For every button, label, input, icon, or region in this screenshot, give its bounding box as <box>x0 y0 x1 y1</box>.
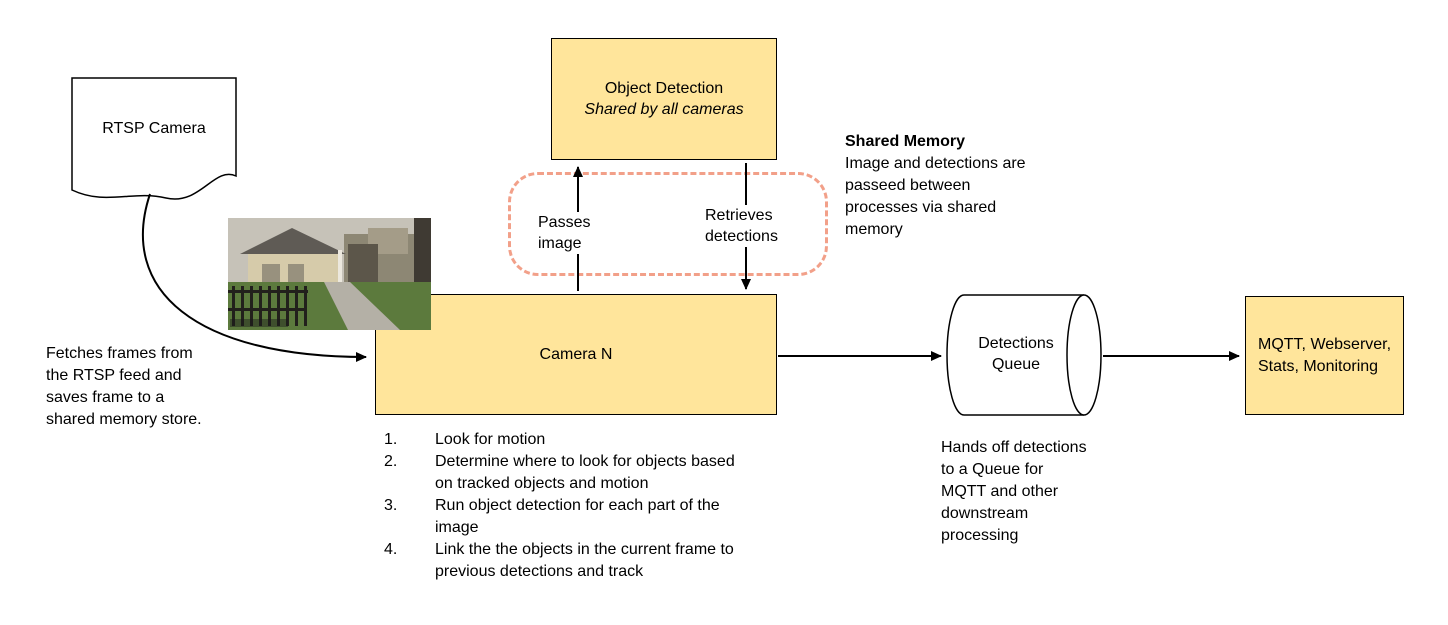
object-detection-title: Object Detection <box>604 80 724 97</box>
outputs-label: MQTT, Webserver, Stats, Monitoring <box>1258 335 1392 375</box>
step-text: Determine where to look for objects base… <box>435 453 735 492</box>
snapshot-downspout <box>338 250 342 284</box>
step-number: 4. <box>384 541 398 558</box>
retrieves-detections-label: Retrieves detections <box>705 205 791 247</box>
step-number: 3. <box>384 497 398 514</box>
step-number: 1. <box>384 431 398 448</box>
shared-memory-title: Shared Memory <box>845 133 966 150</box>
object-detection-subtitle: Shared by all cameras <box>584 101 744 118</box>
step-text: Look for motion <box>435 431 546 448</box>
camera-n-box: Camera N <box>375 294 777 415</box>
camera-n-label: Camera N <box>539 346 613 363</box>
shared-memory-note: Shared Memory Image and detections are p… <box>845 131 1041 241</box>
arrow-rtsp-to-camera <box>141 193 367 362</box>
rtsp-camera-label: RTSP Camera <box>102 120 206 137</box>
step-text: Run object detection for each part of th… <box>435 497 720 536</box>
outputs-box: MQTT, Webserver, Stats, Monitoring <box>1245 296 1404 415</box>
object-detection-box: Object Detection Shared by all cameras <box>551 38 777 160</box>
detections-queue-cylinder-body <box>946 294 1084 416</box>
rtsp-camera-document-shape <box>71 77 237 200</box>
list-item: 3. Run object detection for each part of… <box>384 495 754 539</box>
step-number: 2. <box>384 453 398 470</box>
detections-queue-label: Detections Queue <box>978 335 1054 373</box>
camera-snapshot-image <box>228 218 431 330</box>
snapshot-timestamp-overlay <box>230 319 288 327</box>
step-text: Link the the objects in the current fram… <box>435 541 734 580</box>
shared-memory-region-outline <box>508 172 828 276</box>
snapshot-roof <box>240 228 346 254</box>
camera-steps-list: 1. Look for motion 2. Determine where to… <box>384 429 754 583</box>
passes-image-label: Passes image <box>538 212 600 254</box>
list-item: 4. Link the the objects in the current f… <box>384 539 754 583</box>
snapshot-sidewalk <box>324 282 400 330</box>
snapshot-porch-column <box>414 218 431 284</box>
snapshot-tree-shadow <box>348 244 378 282</box>
list-item: 1. Look for motion <box>384 429 754 451</box>
list-item: 2. Determine where to look for objects b… <box>384 451 754 495</box>
detections-queue-note: Hands off detections to a Queue for MQTT… <box>941 439 1087 544</box>
rtsp-fetch-note: Fetches frames from the RTSP feed and sa… <box>46 345 202 428</box>
shared-memory-description: Image and detections are passeed between… <box>845 155 1026 238</box>
detections-queue-cylinder-cap <box>1066 294 1102 416</box>
snapshot-fence <box>228 286 308 326</box>
